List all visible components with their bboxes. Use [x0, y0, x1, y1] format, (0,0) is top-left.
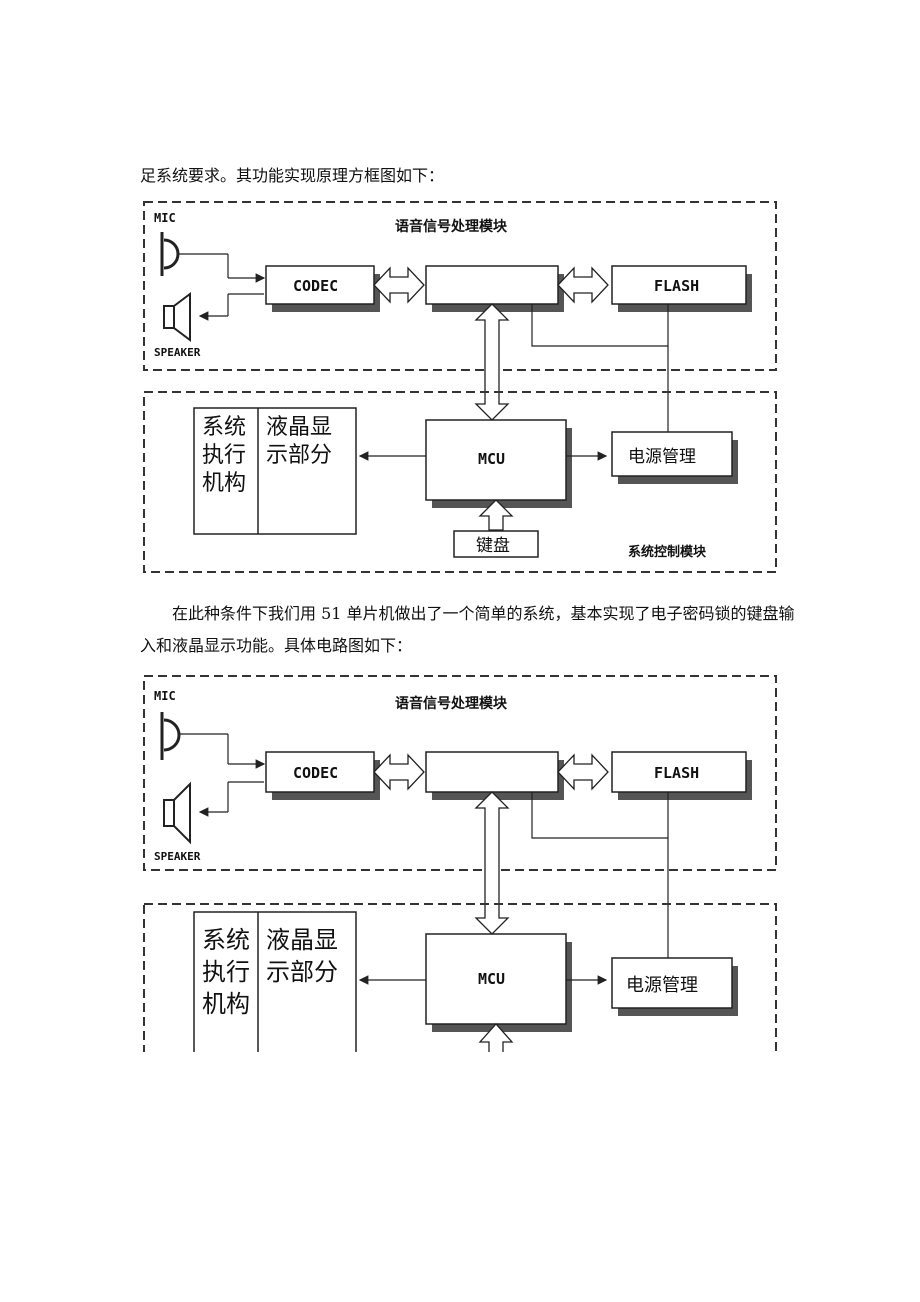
mic-label: MIC: [154, 689, 176, 703]
power-box: [611, 431, 733, 477]
codec-box: [265, 265, 375, 305]
voice-module-title: 语音信号处理模块: [395, 695, 508, 712]
voice-module-frame: [143, 201, 777, 371]
mcu-box: [425, 419, 567, 501]
flash-box: [611, 265, 747, 305]
circuit-paragraph: 在此种条件下我们用 51 单片机做出了一个简单的系统，基本实现了电子密码锁的键盘…: [140, 604, 795, 655]
codec-dsp-bus-arrow: [373, 753, 425, 791]
codec-box: [265, 751, 375, 793]
control-module-frame: [143, 903, 777, 1052]
flash-box: [611, 751, 747, 793]
exec-lcd-box: [193, 407, 357, 535]
speaker-label: SPEAKER: [154, 850, 201, 863]
dsp-mcu-bus-arrow: [474, 791, 510, 935]
control-module-frame: [143, 391, 777, 573]
microphone-icon: [160, 232, 266, 283]
exec-label-line1: 系统: [202, 926, 250, 954]
power-label: 电源管理: [626, 975, 698, 996]
dsp-box: [425, 751, 559, 793]
exec-label-line3: 机构: [202, 990, 250, 1018]
voice-module-frame: [143, 675, 777, 871]
control-module-title: 系统控制模块: [628, 544, 707, 560]
power-box: [611, 957, 733, 1009]
mcu-label: MCU: [478, 450, 505, 468]
exec-label-line1: 系统: [202, 415, 246, 440]
power-supply-line: [531, 304, 668, 347]
mcu-label: MCU: [478, 970, 505, 988]
block-diagram-2: 语音信号处理模块 MIC SPEAKER CODEC FLASH: [140, 672, 780, 1052]
voice-module-title: 语音信号处理模块: [395, 218, 508, 235]
speaker-icon: [163, 292, 264, 342]
exec-label-line2: 执行: [202, 958, 250, 986]
exec-label-line3: 机构: [202, 471, 246, 496]
flash-label: FLASH: [654, 764, 699, 782]
dsp-mcu-bus-arrow: [474, 303, 510, 421]
microphone-icon: [160, 712, 266, 769]
dsp-flash-bus-arrow: [557, 753, 609, 791]
keyboard-label: 键盘: [476, 536, 510, 556]
keyboard-to-mcu-arrow: [478, 499, 514, 531]
lcd-label-line1: 液晶显: [266, 415, 332, 440]
exec-lcd-box: [193, 911, 357, 1052]
keyboard-to-mcu-arrow: [478, 1023, 514, 1052]
speaker-icon: [163, 781, 264, 845]
codec-label: CODEC: [293, 277, 338, 295]
power-supply-line: [531, 792, 668, 839]
flash-label: FLASH: [654, 277, 699, 295]
codec-dsp-bus-arrow: [373, 266, 425, 304]
exec-label-line2: 执行: [202, 443, 246, 468]
lcd-label-line1: 液晶显: [266, 926, 338, 954]
speaker-label: SPEAKER: [154, 346, 201, 359]
mic-label: MIC: [154, 211, 176, 225]
intro-paragraph: 足系统要求。其功能实现原理方框图如下：: [140, 166, 445, 185]
codec-label: CODEC: [293, 764, 338, 782]
block-diagram-1: 语音信号处理模块 MIC SPEAKER CODEC: [140, 198, 780, 578]
dsp-box: [425, 265, 559, 305]
mcu-box: [425, 933, 567, 1025]
lcd-label-line2: 示部分: [266, 958, 338, 986]
dsp-flash-bus-arrow: [557, 266, 609, 304]
power-label: 电源管理: [628, 447, 696, 467]
keyboard-box: [453, 530, 539, 558]
lcd-label-line2: 示部分: [266, 443, 332, 468]
